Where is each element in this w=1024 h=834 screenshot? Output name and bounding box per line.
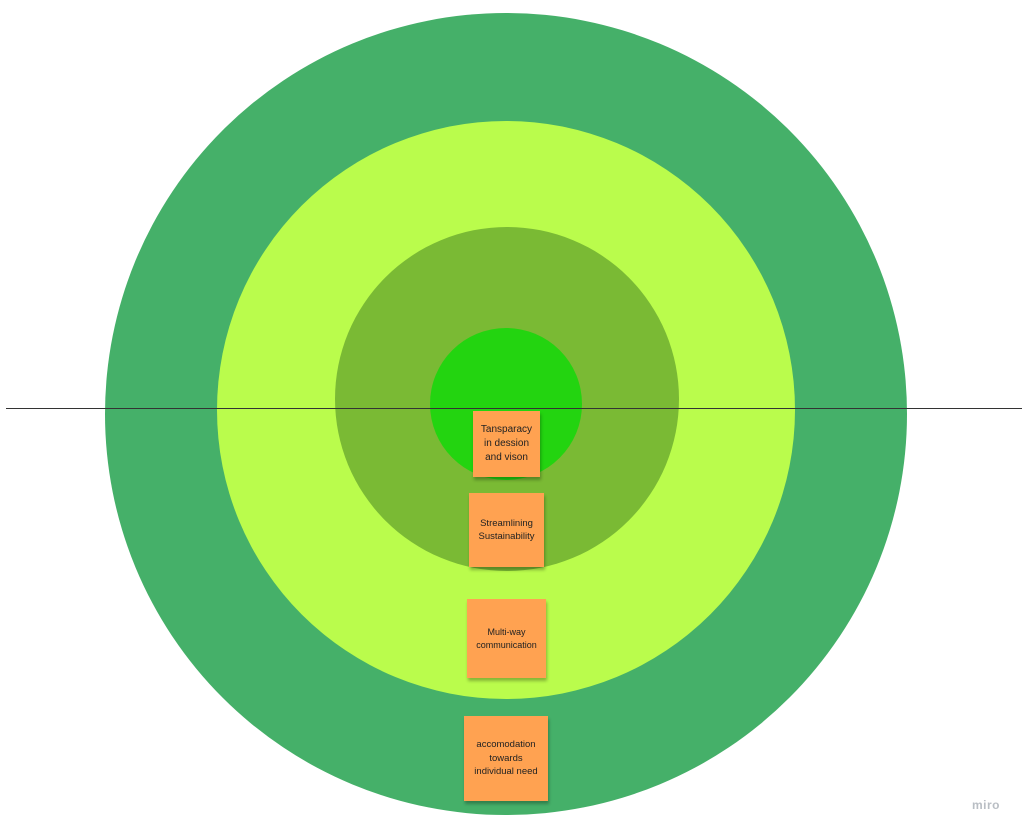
sticky-note-text: Streamlining Sustainability [478,517,535,542]
sticky-note-communication[interactable]: Multi-way communication [467,599,546,678]
horizontal-divider-line[interactable] [6,408,1022,409]
sticky-note-streamlining[interactable]: Streamlining Sustainability [469,493,544,567]
sticky-note-transparency[interactable]: Tansparacy in dession and vison [473,411,540,477]
sticky-note-text: Tansparacy in dession and vison [480,423,533,464]
miro-watermark-logo: miro [971,798,1000,812]
sticky-note-accommodation[interactable]: accomodation towards individual need [464,716,548,801]
sticky-note-text: accomodation towards individual need [474,739,538,778]
sticky-note-text: Multi-way communication [476,626,537,650]
